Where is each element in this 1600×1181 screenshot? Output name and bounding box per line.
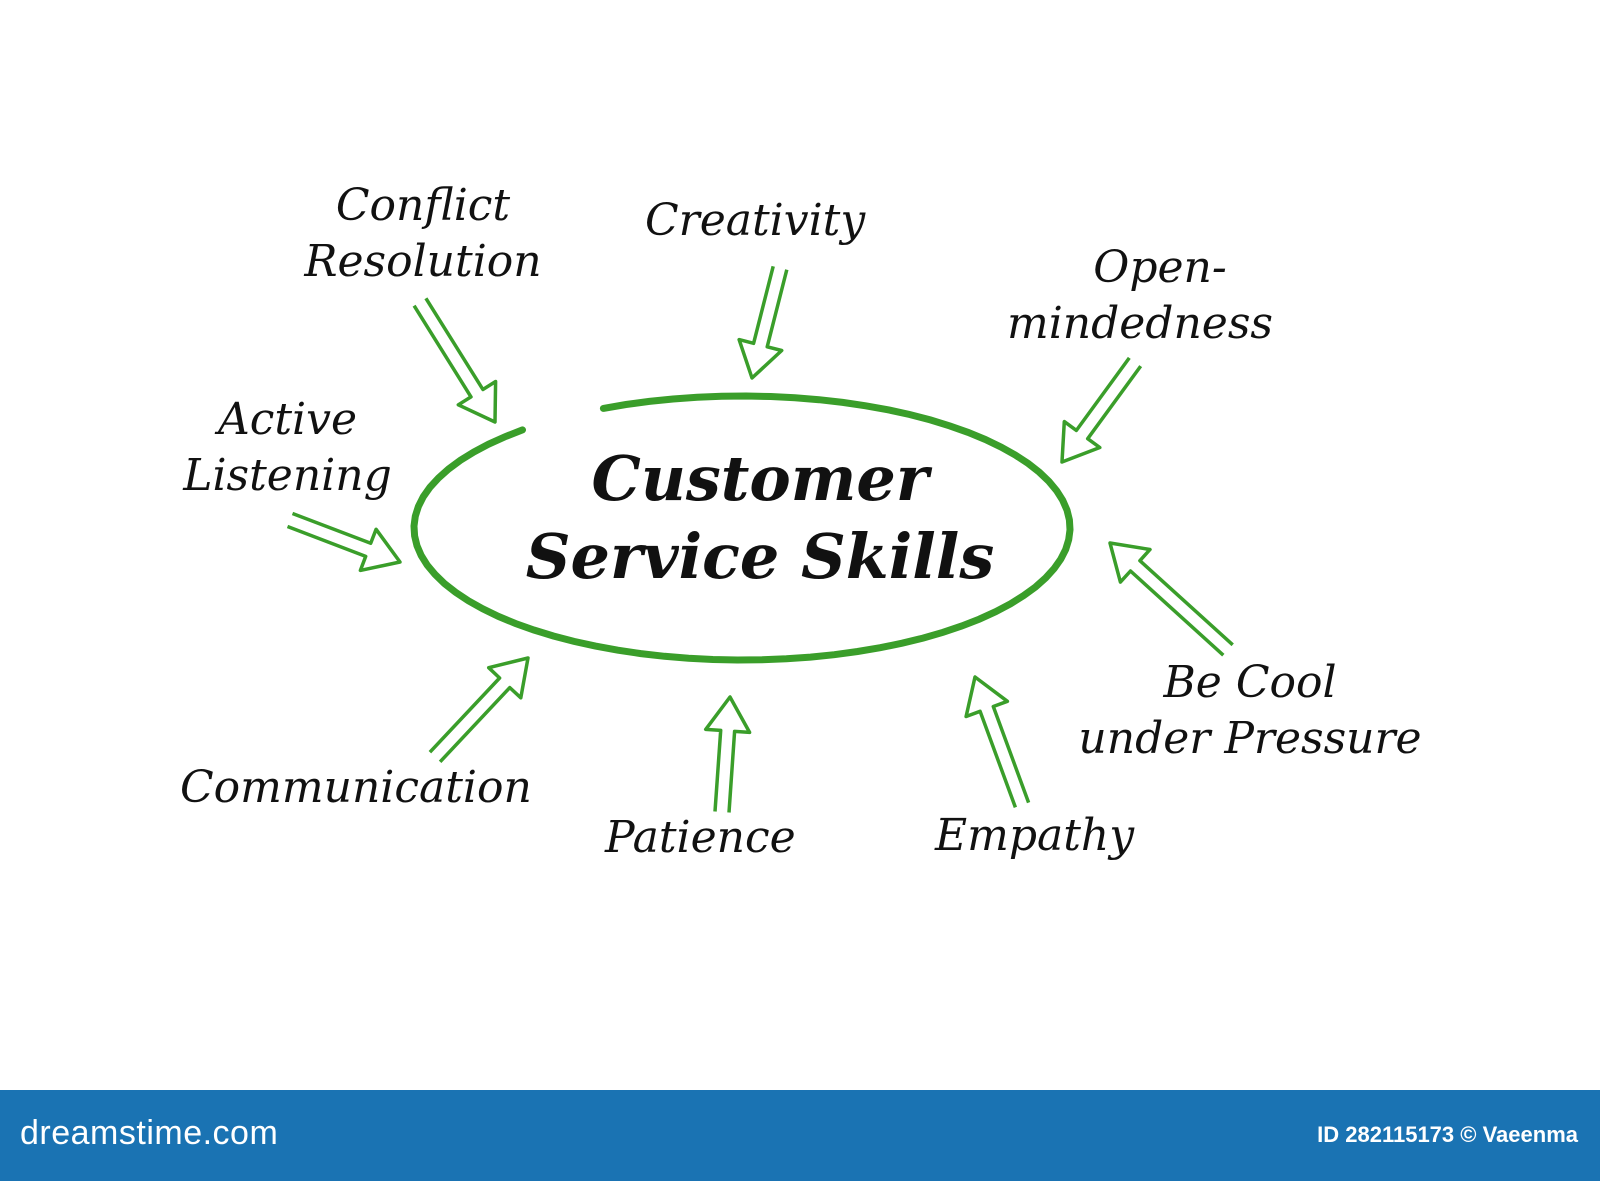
skill-be-cool-under-pressure: Be Cool under Pressure bbox=[1040, 655, 1460, 767]
arrow-patience-shape bbox=[703, 695, 752, 813]
arrow-open-mindedness-shape bbox=[1060, 356, 1143, 464]
arrow-creativity bbox=[737, 265, 789, 380]
skill-be-cool-line1: Be Cool bbox=[1163, 657, 1337, 708]
skill-active-listening-line1: Active bbox=[217, 394, 358, 445]
arrow-communication bbox=[428, 656, 530, 763]
arrow-be-cool-under-pressure bbox=[1108, 541, 1234, 657]
brand-logo-text[interactable]: dreamstime.com bbox=[20, 1114, 279, 1152]
arrow-creativity-shape bbox=[737, 265, 789, 380]
arrow-open-mindedness bbox=[1060, 356, 1143, 464]
skill-conflict-resolution: Conflict Resolution bbox=[268, 178, 578, 290]
skill-open-mindedness-line2: mindedness bbox=[1006, 298, 1274, 349]
skill-open-mindedness-line1: Open- bbox=[1093, 242, 1227, 293]
arrow-active-listening bbox=[286, 511, 402, 573]
skill-creativity-line1: Creativity bbox=[645, 195, 866, 246]
arrow-empathy-shape bbox=[964, 675, 1031, 809]
footer-bar: dreamstime.com ID 282115173 © Vaeenma bbox=[0, 1090, 1600, 1181]
center-ellipse-stroke bbox=[410, 392, 1074, 664]
skill-communication: Communication bbox=[180, 760, 532, 816]
skill-be-cool-line2: under Pressure bbox=[1078, 713, 1422, 764]
skill-patience: Patience bbox=[605, 810, 796, 866]
skill-conflict-resolution-line1: Conflict bbox=[335, 180, 511, 231]
image-credit: ID 282115173 © Vaeenma bbox=[1317, 1122, 1578, 1147]
arrow-empathy bbox=[964, 675, 1031, 809]
skill-empathy-line1: Empathy bbox=[935, 810, 1135, 861]
skill-active-listening: Active Listening bbox=[150, 392, 425, 504]
center-title: Customer Service Skills bbox=[480, 440, 1040, 596]
arrow-conflict-resolution-shape bbox=[412, 297, 498, 424]
skill-open-mindedness: Open- mindedness bbox=[980, 240, 1300, 352]
skill-conflict-resolution-line2: Resolution bbox=[304, 236, 542, 287]
skill-creativity: Creativity bbox=[645, 193, 865, 249]
arrow-active-listening-shape bbox=[286, 511, 402, 573]
skill-empathy: Empathy bbox=[935, 808, 1134, 864]
diagram-canvas bbox=[286, 265, 1234, 813]
arrow-conflict-resolution bbox=[412, 297, 498, 424]
arrows-group bbox=[286, 265, 1234, 813]
arrow-communication-shape bbox=[428, 656, 530, 763]
center-title-line2: Service Skills bbox=[525, 520, 995, 593]
center-title-line1: Customer bbox=[591, 442, 929, 515]
skill-patience-line1: Patience bbox=[605, 812, 796, 863]
arrow-patience bbox=[703, 695, 752, 813]
arrow-be-cool-under-pressure-shape bbox=[1108, 541, 1234, 657]
center-ellipse bbox=[410, 392, 1074, 664]
skill-active-listening-line2: Listening bbox=[183, 450, 392, 501]
skill-communication-line1: Communication bbox=[180, 762, 532, 813]
